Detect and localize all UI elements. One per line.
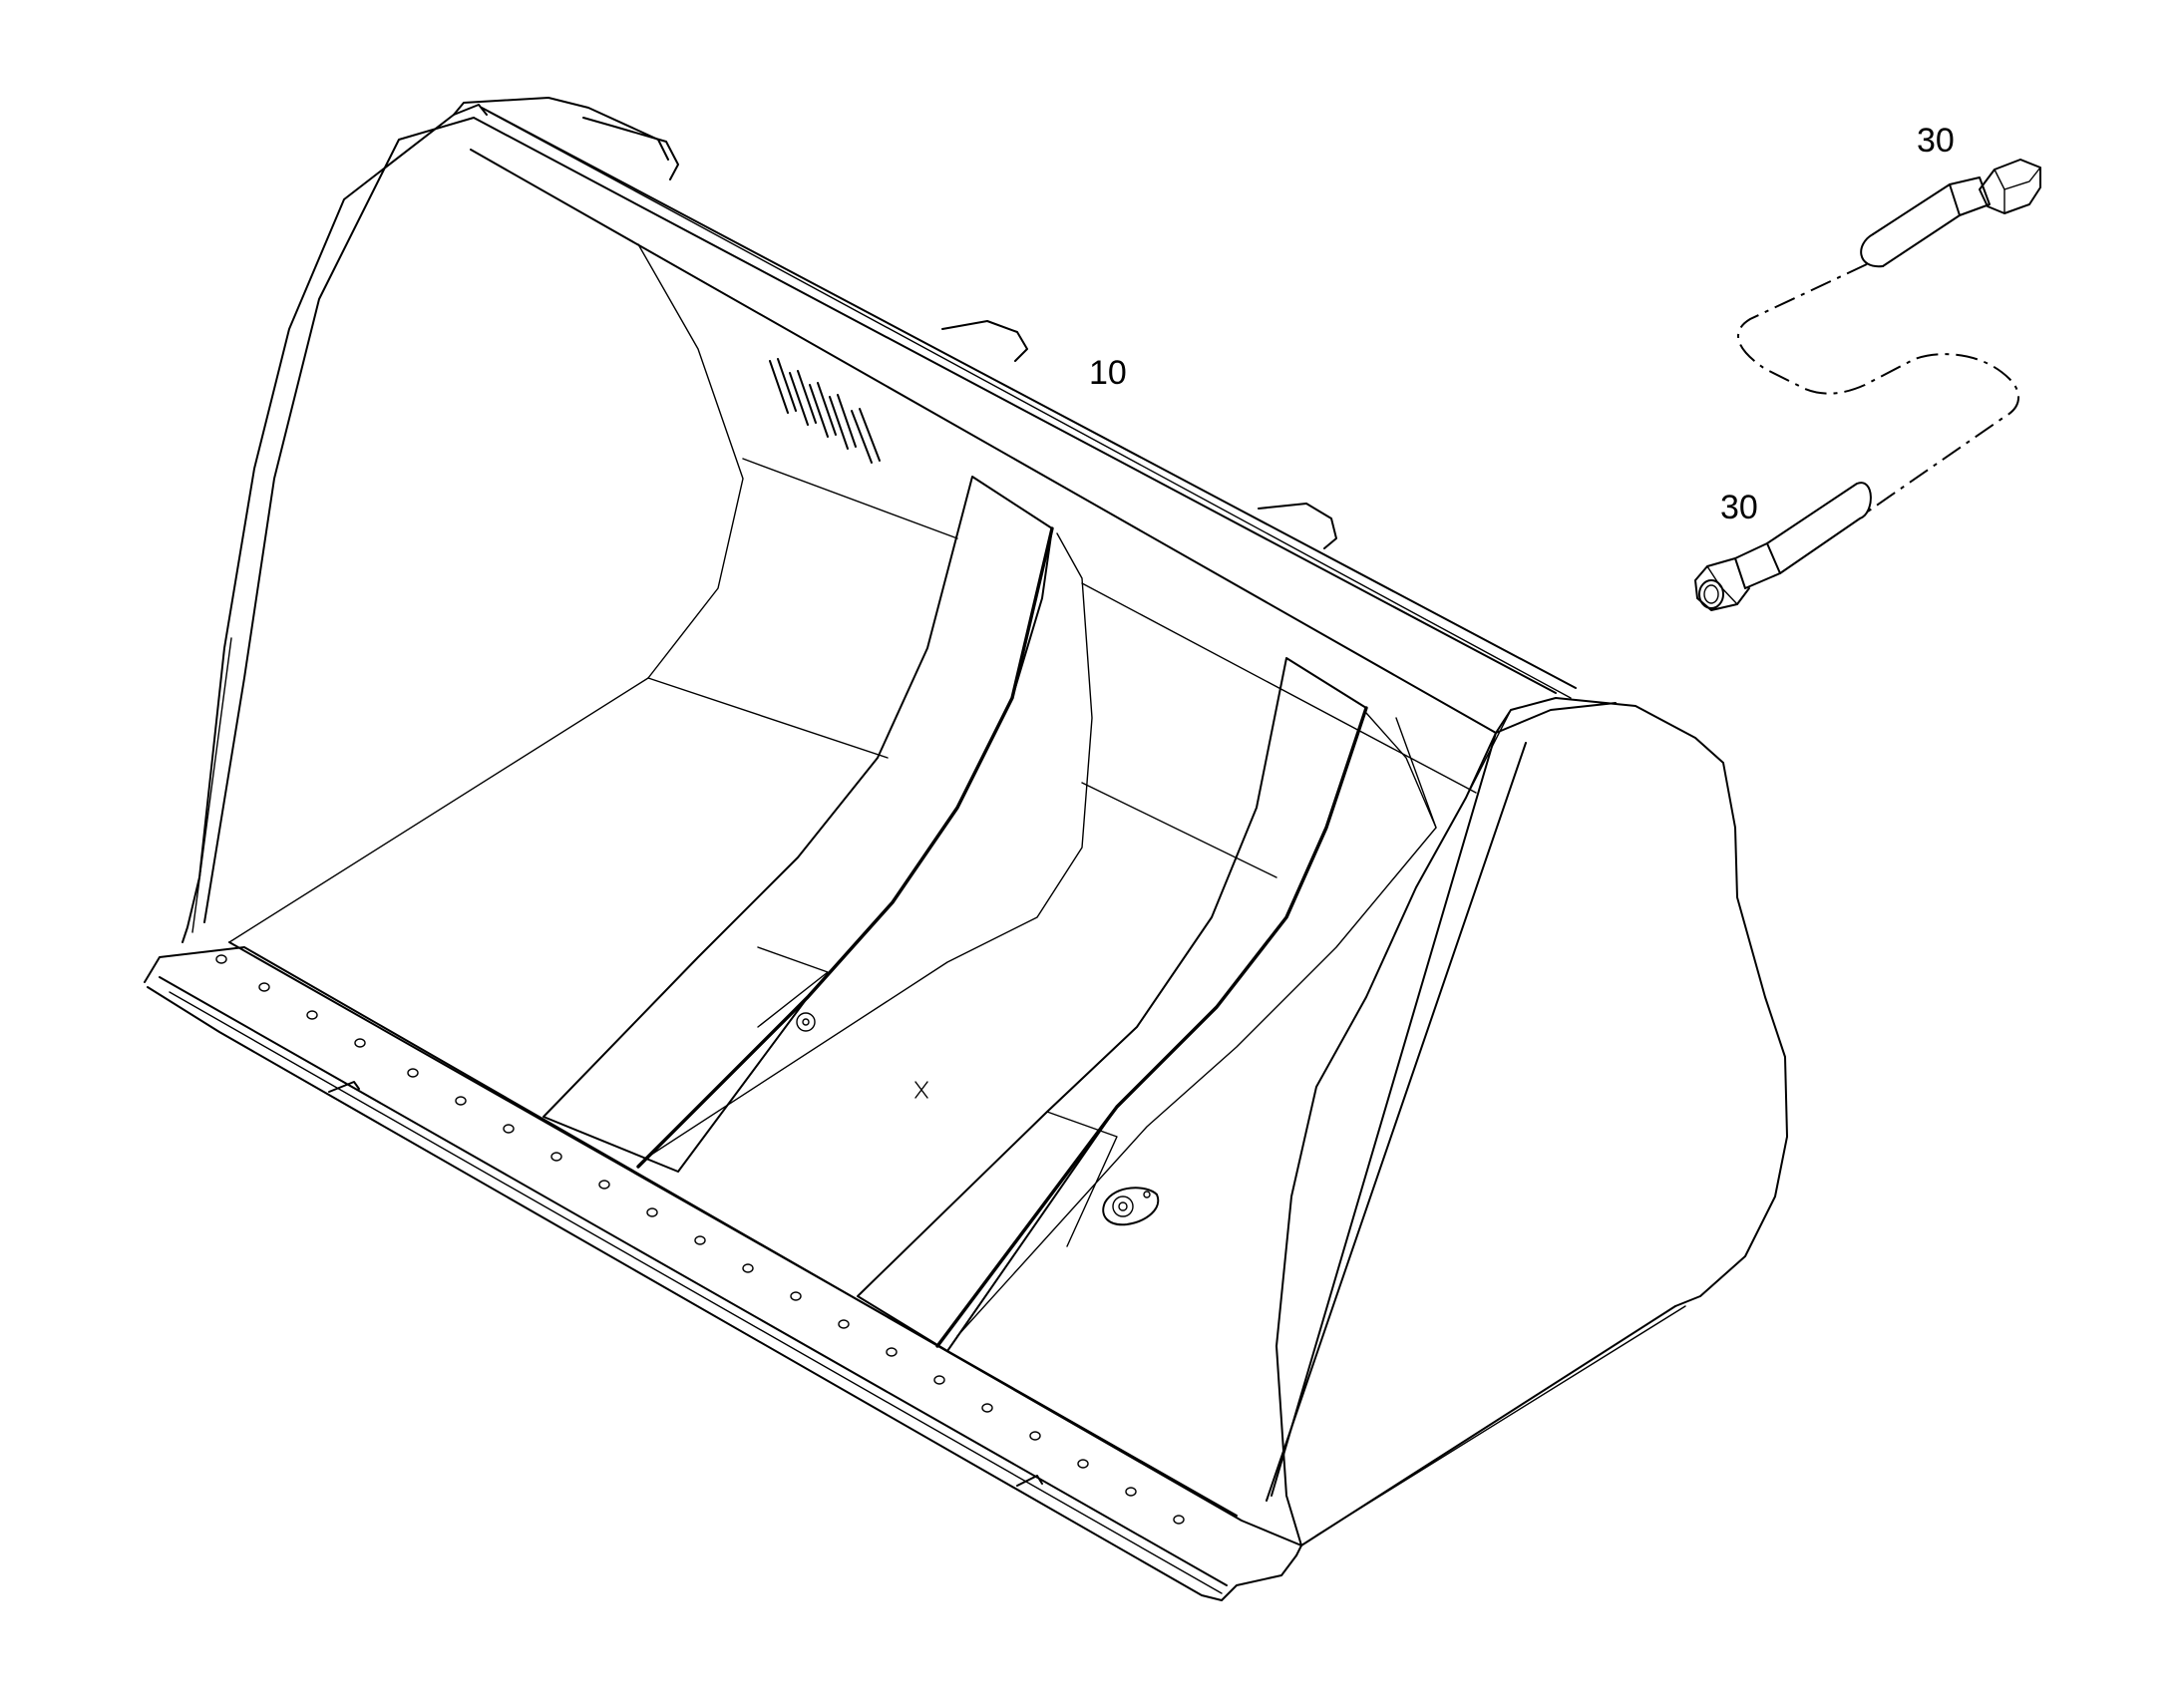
hose-fitting-lower [1694,482,1872,611]
callout-hose-lower: 30 [1720,489,1758,526]
loader-bucket [144,97,1788,1601]
wear-strip-left [543,476,1093,1173]
right-side-plate [1266,697,1788,1546]
hose-fitting-upper [1860,159,2041,268]
bucket-floor [228,243,1477,943]
rear-bracket-middle [941,320,1028,362]
vent-slots [769,358,881,464]
cutting-edge [144,941,1302,1601]
hose-route-line [1737,263,2019,514]
callout-bucket: 10 [1089,354,1127,392]
rear-bracket-left [582,117,679,180]
centre-mark [914,1081,928,1099]
wear-strip-right [857,657,1437,1352]
back-wall [470,107,1617,734]
bolt-holes [215,954,1185,1525]
rear-bracket-right [1258,503,1337,549]
left-side-plate [182,97,669,943]
hydraulic-hose [1694,159,2041,611]
callout-hose-upper: 30 [1917,122,1955,160]
